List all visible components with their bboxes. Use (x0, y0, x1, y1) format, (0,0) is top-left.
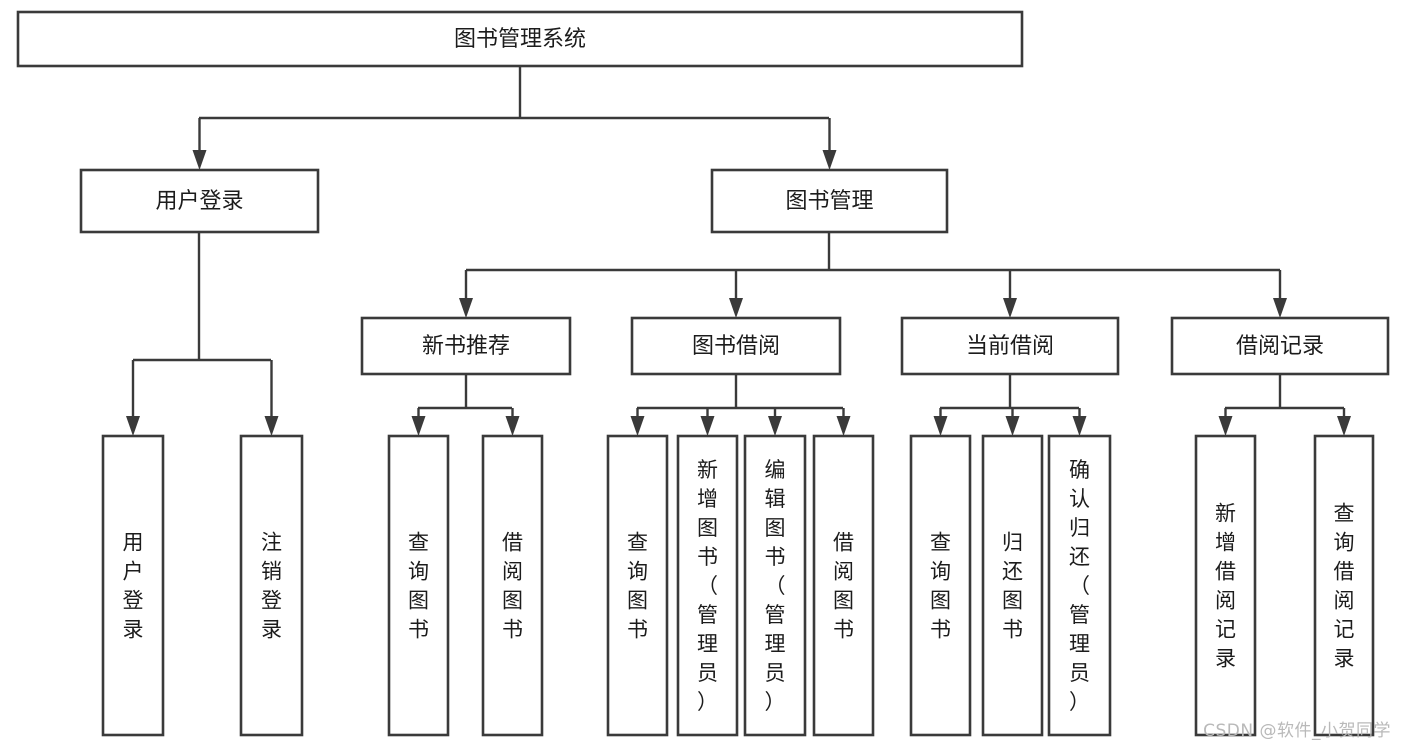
node-label: 图书管理 (785, 189, 873, 214)
connectors-layer (126, 66, 1351, 436)
arrow-head-icon (822, 150, 837, 170)
node-box (606, 434, 669, 737)
node-leaf-borrow-book-rec[interactable]: 借阅图书 (481, 434, 544, 737)
node-leaf-add-borrow-rec[interactable]: 新增借阅记录 (1194, 434, 1257, 737)
arrow-head-icon (1273, 298, 1287, 318)
node-box (743, 434, 807, 737)
arrow-head-icon (1337, 416, 1351, 436)
node-user-login[interactable]: 用户登录 (79, 168, 320, 234)
node-book-borrow[interactable]: 图书借阅 (630, 316, 842, 376)
node-leaf-query-borrow-rec[interactable]: 查询借阅记录 (1313, 434, 1375, 737)
node-box (676, 434, 739, 737)
node-label: 图书管理系统 (454, 27, 586, 52)
node-box (387, 434, 450, 737)
node-leaf-edit-book[interactable]: 编辑图书（管理员） (743, 434, 807, 737)
nodes-layer: 图书管理系统用户登录图书管理新书推荐图书借阅当前借阅借阅记录用户登录注销登录查询… (16, 10, 1390, 737)
node-box (981, 434, 1044, 737)
node-box (16, 10, 1024, 68)
node-box (630, 316, 842, 376)
arrow-head-icon (1003, 298, 1017, 318)
node-box (710, 168, 949, 234)
node-label: 新增图书（管理员） (697, 458, 718, 714)
node-label: 查询借阅记录 (1334, 502, 1355, 671)
node-box (481, 434, 544, 737)
node-leaf-query-book-cur[interactable]: 查询图书 (909, 434, 972, 737)
arrow-head-icon (1072, 416, 1087, 436)
node-root-system[interactable]: 图书管理系统 (16, 10, 1024, 68)
node-box (1194, 434, 1257, 737)
node-leaf-return-book[interactable]: 归还图书 (981, 434, 1044, 737)
arrow-head-icon (1005, 416, 1020, 436)
node-label: 借阅记录 (1236, 334, 1324, 359)
node-current-borrow[interactable]: 当前借阅 (900, 316, 1120, 376)
node-leaf-user-logout[interactable]: 注销登录 (239, 434, 304, 737)
node-box (239, 434, 304, 737)
arrow-head-icon (729, 298, 743, 318)
arrow-head-icon (126, 416, 140, 436)
node-label: 新增借阅记录 (1215, 502, 1236, 671)
arrow-head-icon (459, 298, 473, 318)
node-book-manage[interactable]: 图书管理 (710, 168, 949, 234)
arrow-head-icon (1218, 416, 1233, 436)
csdn-watermark: CSDN @软件_小贺同学 (1203, 721, 1391, 741)
arrow-head-icon (630, 416, 645, 436)
node-label: 查询图书 (627, 531, 648, 642)
node-box (1313, 434, 1375, 737)
node-label: 借阅图书 (833, 531, 854, 642)
node-box (360, 316, 572, 376)
node-box (101, 434, 165, 737)
node-box (909, 434, 972, 737)
node-label: 查询图书 (408, 531, 429, 642)
node-borrow-record[interactable]: 借阅记录 (1170, 316, 1390, 376)
arrow-head-icon (505, 416, 520, 436)
node-label: 归还图书 (1002, 531, 1023, 642)
arrow-head-icon (768, 416, 782, 436)
node-label: 编辑图书（管理员） (765, 458, 786, 714)
node-box (79, 168, 320, 234)
node-label: 新书推荐 (422, 334, 510, 359)
node-box (900, 316, 1120, 376)
node-leaf-query-book-bor[interactable]: 查询图书 (606, 434, 669, 737)
node-leaf-add-book[interactable]: 新增图书（管理员） (676, 434, 739, 737)
node-leaf-confirm-return[interactable]: 确认归还（管理员） (1047, 434, 1112, 737)
arrow-head-icon (933, 416, 948, 436)
arrow-head-icon (411, 416, 426, 436)
node-leaf-borrow-book-bor[interactable]: 借阅图书 (812, 434, 875, 737)
node-leaf-user-login[interactable]: 用户登录 (101, 434, 165, 737)
node-box (1047, 434, 1112, 737)
node-label: 当前借阅 (966, 334, 1054, 359)
node-label: 图书借阅 (692, 334, 780, 359)
node-leaf-query-book-rec[interactable]: 查询图书 (387, 434, 450, 737)
node-label: 查询图书 (930, 531, 951, 642)
arrow-head-icon (264, 416, 279, 436)
node-new-book-rec[interactable]: 新书推荐 (360, 316, 572, 376)
node-box (1170, 316, 1390, 376)
node-label: 用户登录 (123, 531, 144, 642)
node-label: 注销登录 (261, 531, 282, 642)
arrow-head-icon (192, 150, 207, 170)
arrow-head-icon (700, 416, 715, 436)
node-box (812, 434, 875, 737)
node-label: 确认归还（管理员） (1069, 458, 1090, 714)
node-label: 用户登录 (155, 189, 243, 214)
arrow-head-icon (836, 416, 851, 436)
node-label: 借阅图书 (502, 531, 523, 642)
